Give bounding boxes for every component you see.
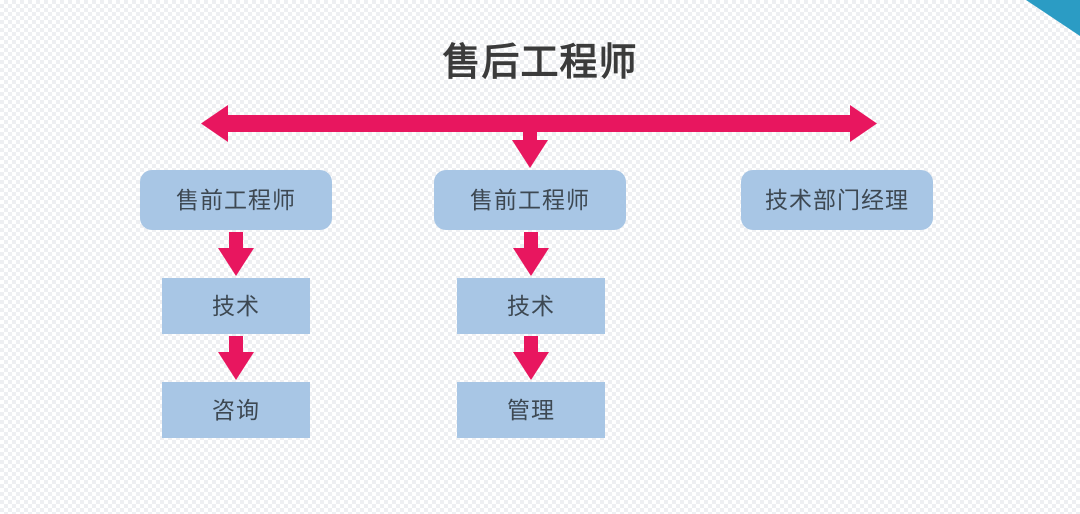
arrow-spine-to-presales-2 xyxy=(512,115,548,168)
node-technology-left[interactable]: 技术 xyxy=(162,278,310,334)
node-management[interactable]: 管理 xyxy=(457,382,605,438)
node-technology-center[interactable]: 技术 xyxy=(457,278,605,334)
arrow-tech-1-to-consult xyxy=(218,336,254,380)
page-title: 售后工程师 xyxy=(442,42,638,84)
arrow-presales-2-to-tech-2 xyxy=(513,232,549,276)
arrow-tech-2-to-manage xyxy=(513,336,549,380)
node-presales-engineer-center[interactable]: 售前工程师 xyxy=(434,170,626,230)
arrow-presales-1-to-tech-1 xyxy=(218,232,254,276)
node-presales-engineer-left[interactable]: 售前工程师 xyxy=(140,170,332,230)
node-technical-department-manager[interactable]: 技术部门经理 xyxy=(741,170,933,230)
horizontal-double-arrow xyxy=(201,105,877,142)
node-consulting[interactable]: 咨询 xyxy=(162,382,310,438)
corner-accent-triangle xyxy=(1026,0,1080,36)
